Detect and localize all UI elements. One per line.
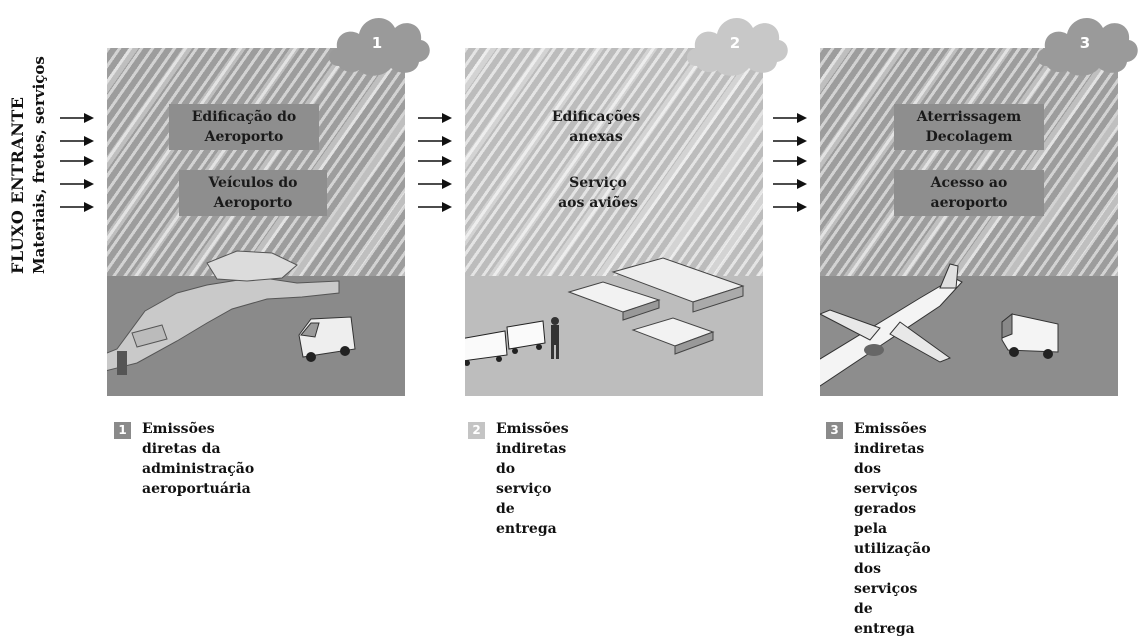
arrow-right-icon (773, 136, 807, 146)
panel-sky (820, 48, 1118, 276)
caption-badge: 2 (468, 422, 485, 439)
arrow-right-icon (418, 113, 452, 123)
cloud-number-1: 1 (371, 34, 383, 52)
label-aircraft-service: Serviço aos aviões (558, 175, 638, 211)
airplane-icon (820, 263, 963, 387)
inflow-title: FLUXO ENTRANTE Materiais, fretes, serviç… (2, 56, 62, 275)
cloud-icon (686, 17, 788, 76)
arrow-right-icon (60, 156, 94, 166)
panel-sky (465, 48, 763, 276)
arrow-right-icon (418, 156, 452, 166)
label-airport-building: Edificação do Aeroporto (169, 104, 319, 150)
arrow-right-icon (60, 202, 94, 212)
arrow-right-icon (773, 156, 807, 166)
cloud-number-3: 3 (1079, 34, 1091, 52)
caption-badge: 3 (826, 422, 843, 439)
caption-badge: 1 (114, 422, 131, 439)
panel-sky (107, 48, 405, 276)
panel-delivery-emissions: Edificações anexas Serviço aos aviões (465, 48, 763, 396)
arrow-right-icon (60, 136, 94, 146)
caption-text: Emissões diretas da administração aeropo… (142, 421, 255, 497)
arrow-right-icon (60, 179, 94, 189)
airport-terminal-icon (107, 250, 340, 375)
caption-text: Emissões indiretas dos serviços gerados … (854, 421, 931, 637)
bus-icon (1001, 312, 1059, 359)
arrow-right-icon (418, 136, 452, 146)
arrow-right-icon (773, 202, 807, 212)
baggage-carts-icon (465, 317, 559, 366)
arrow-right-icon (418, 202, 452, 212)
label-annex-buildings: Edificações anexas (551, 109, 641, 145)
panel-indirect-services-emissions: Aterrissagem Decolagem Acesso ao aeropor… (820, 48, 1118, 396)
panel-direct-emissions: Edificação do Aeroporto Veículos do Aero… (107, 48, 405, 396)
annex-buildings-icon (567, 257, 745, 355)
label-landing-takeoff: Aterrissagem Decolagem (894, 104, 1044, 150)
caption-text: Emissões indiretas do serviço de entrega (496, 421, 569, 537)
label-airport-vehicles: Veículos do Aeroporto (179, 170, 327, 216)
inflow-title-main: FLUXO ENTRANTE (8, 96, 27, 275)
arrow-right-icon (60, 113, 94, 123)
arrow-right-icon (418, 179, 452, 189)
inflow-title-sub: Materiais, fretes, serviços (30, 56, 48, 274)
cloud-icon (328, 17, 430, 76)
cloud-number-2: 2 (729, 34, 741, 52)
cloud-icon (1036, 17, 1138, 76)
arrow-right-icon (773, 179, 807, 189)
label-airport-access: Acesso ao aeroporto (894, 170, 1044, 216)
arrow-right-icon (773, 113, 807, 123)
van-icon (298, 316, 356, 362)
